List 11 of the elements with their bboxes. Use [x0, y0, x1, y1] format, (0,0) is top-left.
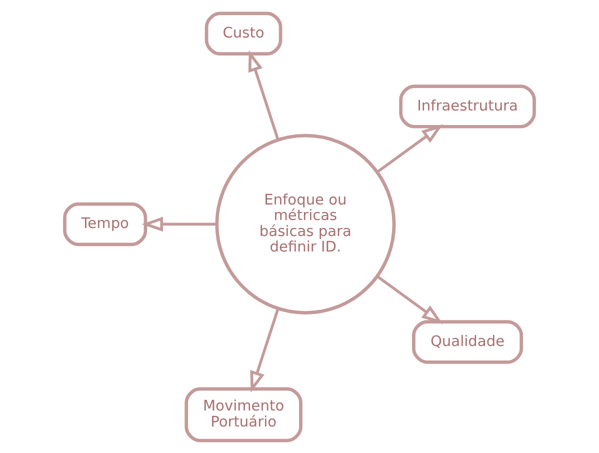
node-box: Infraestrutura: [399, 84, 536, 128]
arrow: [248, 50, 280, 140]
node-box: Custo: [204, 11, 282, 56]
node-circle: Enfoque ou métricas básicas para definir ID.: [215, 133, 396, 314]
arrow: [376, 274, 443, 324]
node-box: Tempo: [63, 202, 148, 246]
arrow: [376, 124, 443, 172]
arrow: [142, 216, 217, 232]
arrow: [250, 308, 280, 392]
node-box: Qualidade: [412, 320, 524, 364]
node-box: Movimento Portuário: [184, 386, 302, 442]
